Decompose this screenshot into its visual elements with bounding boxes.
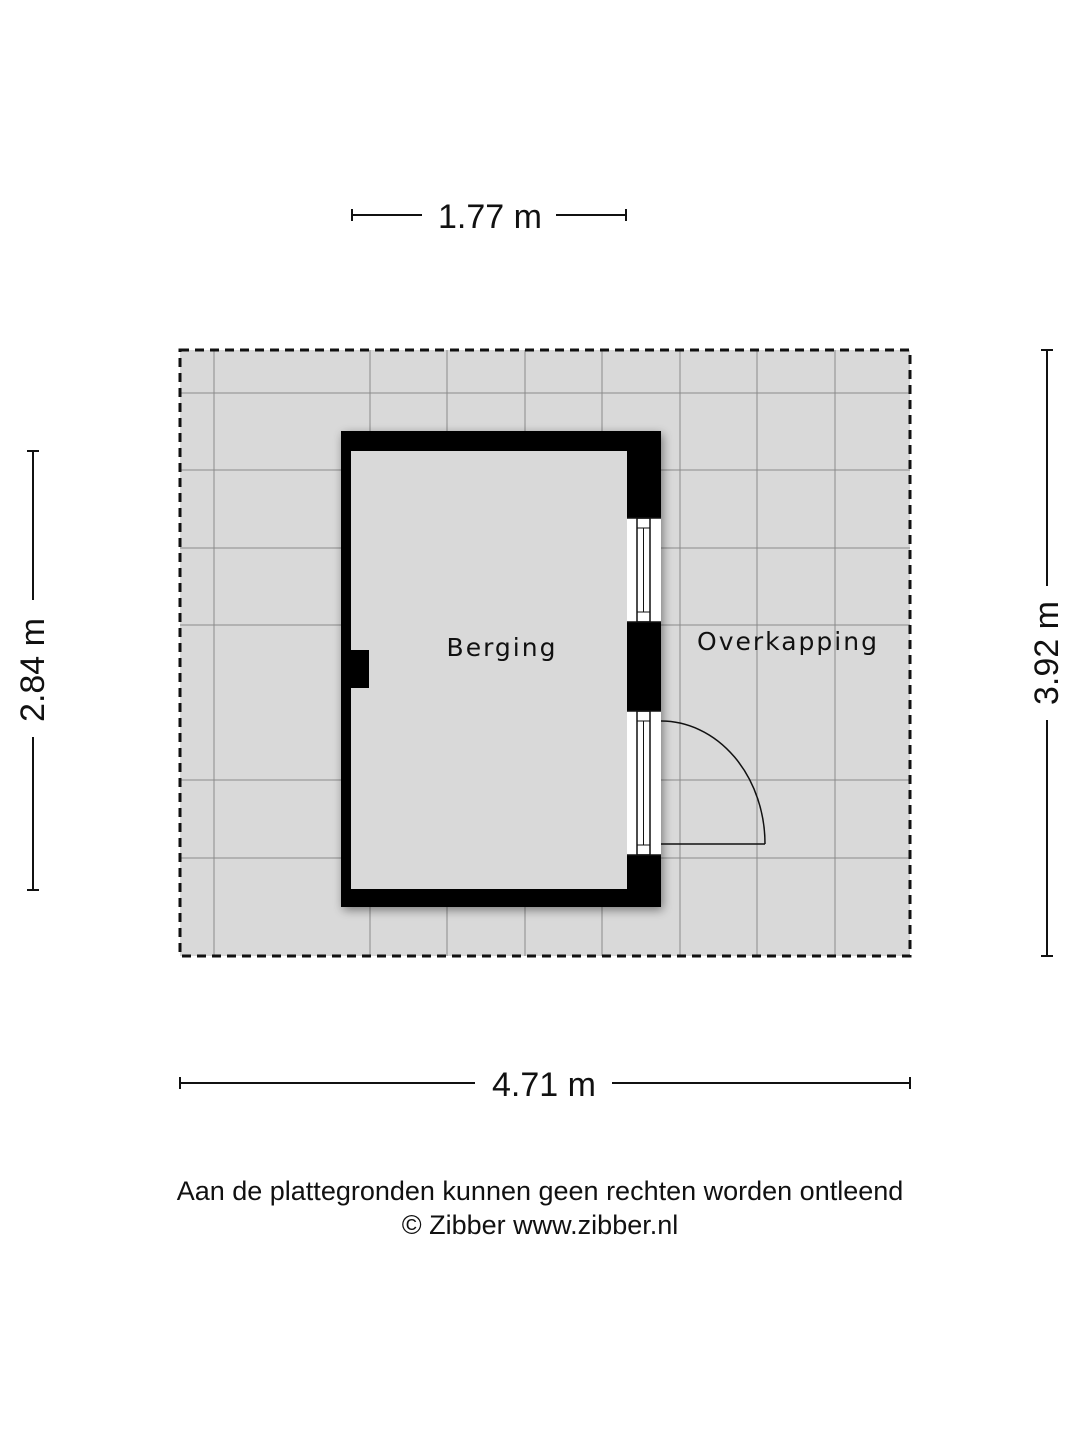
wall-niche <box>349 650 369 688</box>
dimension-top <box>351 209 627 221</box>
door-opening <box>627 710 766 856</box>
dimension-top-label: 1.77 m <box>438 198 542 236</box>
berging-floor <box>351 451 627 889</box>
door-swing-arc <box>660 720 766 845</box>
dimension-bottom-label: 4.71 m <box>492 1066 596 1104</box>
overkapping-boundary <box>178 348 912 958</box>
copyright-text: © Zibber www.zibber.nl <box>401 1210 679 1240</box>
dimension-right-label: 3.92 m <box>1028 601 1066 705</box>
disclaimer-text: Aan de plattegronden kunnen geen rechten… <box>176 1176 904 1206</box>
dimension-left-label: 2.84 m <box>14 618 52 722</box>
room-label-overkapping: Overkapping <box>697 627 879 656</box>
dimension-right <box>1041 349 1053 957</box>
room-label-berging: Berging <box>447 633 558 662</box>
window-opening <box>627 517 661 623</box>
dimension-left <box>27 450 39 891</box>
dimension-bottom <box>179 1077 911 1089</box>
